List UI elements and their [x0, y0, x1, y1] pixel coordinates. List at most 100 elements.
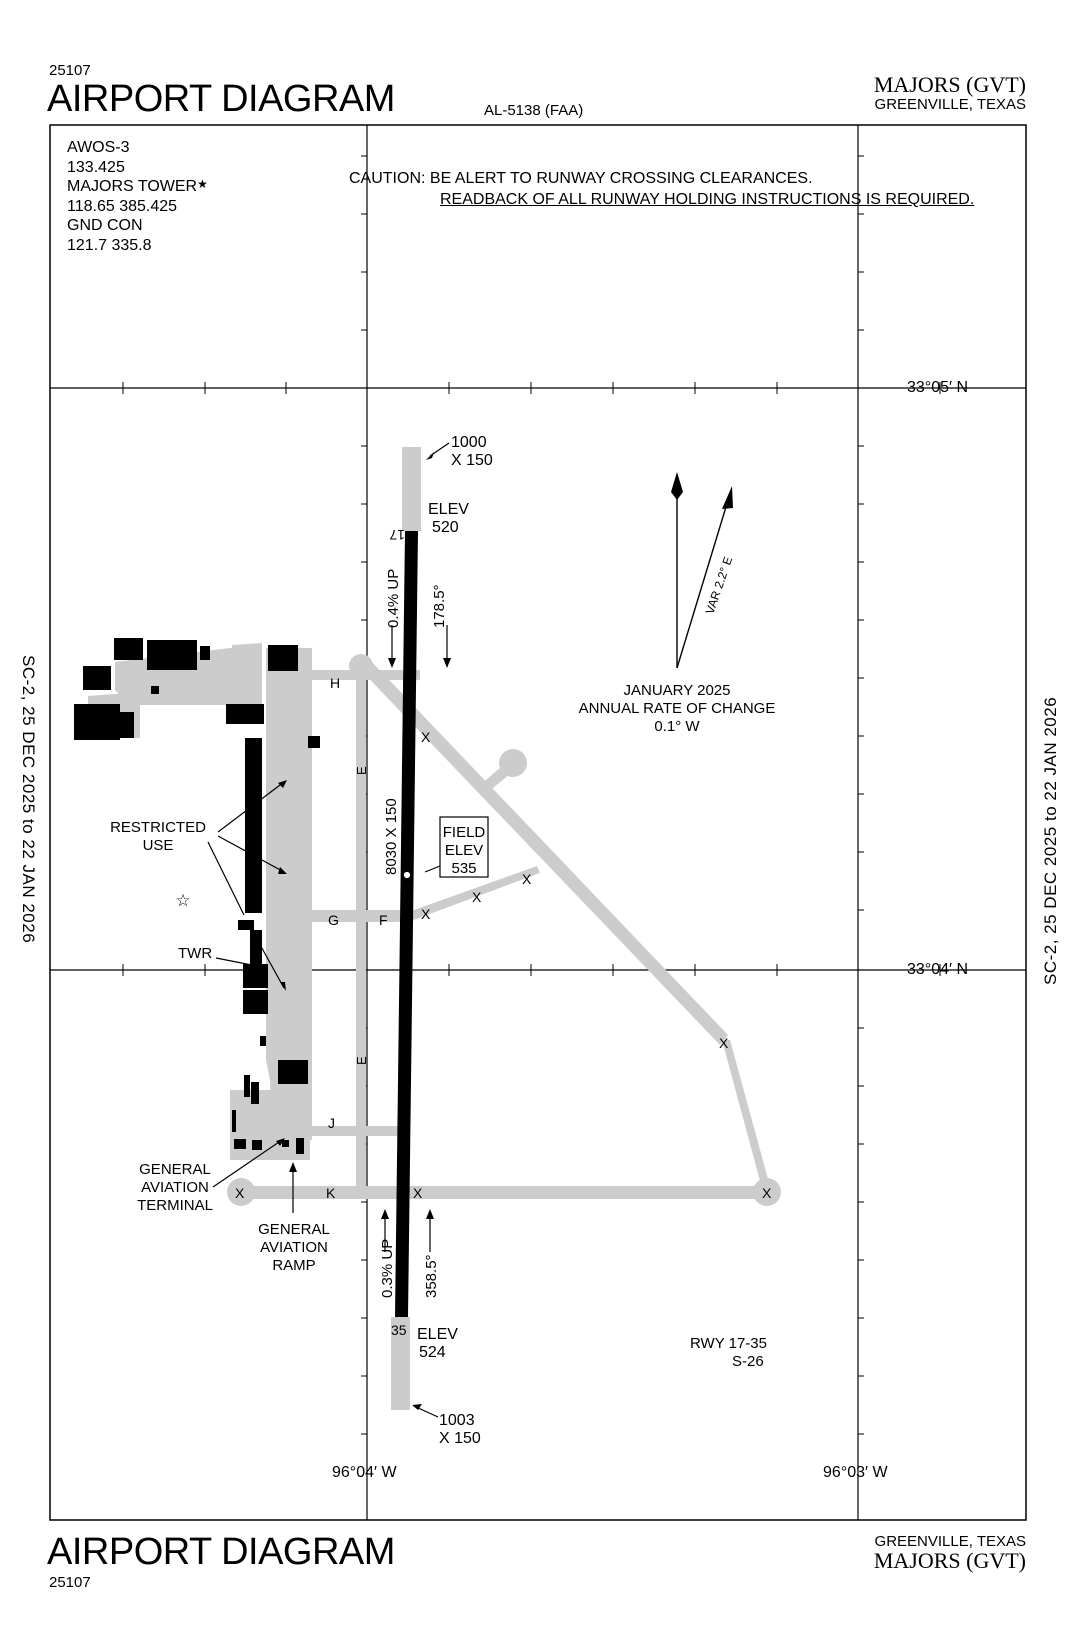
taxiway-label-e-south: E: [354, 1056, 369, 1065]
tower-label: MAJORS TOWER: [67, 178, 198, 196]
buildings: [74, 638, 320, 1154]
lon-right-label: 96°03′ W: [823, 1464, 888, 1481]
north-overrun-length: 1000: [451, 434, 487, 451]
closed-mark: X: [719, 1035, 729, 1051]
closed-mark: X: [472, 889, 482, 905]
field-elevation-dot: [403, 871, 411, 879]
south-overrun: [391, 1317, 410, 1410]
footer-location: GREENVILLE, TEXAS: [874, 1533, 1026, 1550]
ground-label: GND CON: [67, 217, 143, 235]
taxiway-f: [400, 866, 540, 925]
field-elevation-box: [439, 816, 489, 878]
page-title: AIRPORT DIAGRAM: [47, 78, 395, 120]
airport-name: MAJORS: [873, 72, 961, 97]
taxiway-j-connector: [300, 1126, 410, 1136]
taxiway-label-e-north: E: [354, 766, 369, 775]
diagram-frame: [49, 124, 1027, 1521]
airport-name-line: MAJORS (GVT): [874, 74, 1026, 96]
tower-line: MAJORS TOWER★: [67, 177, 208, 197]
ga-ramp-line3: RAMP: [272, 1257, 315, 1274]
taxiway-label-f: F: [379, 912, 388, 928]
footer-airport-name: MAJORS: [873, 1548, 961, 1574]
runway-17-designator: 17: [389, 527, 405, 543]
south-elev-label: ELEV: [417, 1326, 458, 1343]
taxiway-g-connector: [300, 910, 410, 922]
tower-frequencies: 118.65 385.425: [67, 197, 178, 215]
taxiway-k-west-end: [227, 1178, 255, 1206]
north-overrun: [402, 447, 421, 531]
arrow-heads: [276, 452, 451, 1410]
north-arrow-group: [671, 472, 733, 669]
runway-35-designator: 35: [391, 1322, 407, 1338]
true-north-arrowhead: [671, 472, 683, 500]
procedure-number: 25107: [49, 62, 91, 79]
diagram-labels: 33°05′ N 33°04′ N 96°04′ W 96°03′ W 1000…: [110, 379, 968, 1481]
footer-airport-line: MAJORS (GVT): [874, 1550, 1026, 1572]
airport-location: GREENVILLE, TEXAS: [874, 96, 1026, 113]
latitude-ticks: [122, 382, 941, 976]
taxiway-label-k: K: [326, 1185, 336, 1201]
runway-dimensions: 8030 X 150: [383, 798, 400, 875]
south-overrun-length: 1003: [439, 1412, 475, 1429]
south-heading-label: 358.5°: [423, 1254, 440, 1298]
ga-terminal-line1: GENERAL: [139, 1161, 211, 1178]
taxiway-label-j: J: [328, 1115, 335, 1131]
footer-airport: GREENVILLE, TEXAS MAJORS (GVT): [874, 1533, 1026, 1572]
magnetic-rate-label: ANNUAL RATE OF CHANGE: [579, 700, 776, 717]
ga-ramp-line1: GENERAL: [258, 1221, 330, 1238]
magnetic-north-arrowhead: [722, 486, 733, 509]
south-overrun-width: X 150: [439, 1430, 481, 1447]
restricted-use-line2: USE: [143, 837, 174, 854]
closed-mark: X: [522, 871, 532, 887]
taxiway-k-east-end: [753, 1178, 781, 1206]
airport-code: (GVT): [966, 72, 1026, 97]
faa-identifier: AL-5138 (FAA): [484, 102, 584, 119]
part-time-star-icon: ★: [197, 177, 208, 192]
closed-mark: X: [413, 1185, 423, 1201]
north-overrun-width: X 150: [451, 452, 493, 469]
turnaround-pad: [499, 749, 527, 777]
taxiway-h-end: [349, 654, 373, 678]
lat-top-label: 33°05′ N: [907, 379, 968, 396]
magnetic-variation: VAR 2.2° E: [703, 555, 736, 616]
runway-label: RWY 17-35: [690, 1335, 767, 1352]
caution-line1: CAUTION: BE ALERT TO RUNWAY CROSSING CLE…: [349, 170, 813, 187]
beacon-icon: ☆: [175, 891, 190, 910]
runway-strength: S-26: [732, 1353, 764, 1370]
footer-airport-code: (GVT): [966, 1548, 1026, 1574]
caution-line2: READBACK OF ALL RUNWAY HOLDING INSTRUCTI…: [440, 191, 975, 208]
footer-title: AIRPORT DIAGRAM: [47, 1531, 395, 1573]
taxiway-e: [356, 675, 366, 1195]
airport-header: MAJORS (GVT) GREENVILLE, TEXAS: [874, 74, 1026, 114]
ga-terminal-line3: TERMINAL: [137, 1197, 213, 1214]
closed-mark: X: [762, 1185, 772, 1201]
awos-frequency: 133.425: [67, 158, 125, 176]
closed-mark: X: [235, 1185, 245, 1201]
main-apron: [266, 648, 312, 1140]
north-apron-east: [232, 643, 262, 672]
magnetic-date: JANUARY 2025: [623, 682, 730, 699]
south-elev-value: 524: [419, 1344, 446, 1361]
north-slope-label: 0.4% UP: [385, 569, 402, 628]
taxiway-k: [236, 1186, 770, 1199]
restricted-use-line1: RESTRICTED: [110, 819, 206, 836]
north-heading-label: 178.5°: [431, 584, 448, 628]
frequency-block: AWOS-3 133.425 MAJORS TOWER★ 118.65 385.…: [67, 138, 208, 255]
ground-frequencies: 121.7 335.8: [67, 236, 152, 254]
closed-mark: X: [421, 906, 431, 922]
field-elev-line1: FIELD: [443, 824, 486, 841]
footer-procedure-number: 25107: [49, 1574, 91, 1591]
tower-label: TWR: [178, 945, 212, 962]
magnetic-rate: 0.1° W: [654, 718, 700, 735]
awos-label: AWOS-3: [67, 139, 130, 156]
taxiway-east-connector: [722, 1040, 771, 1192]
magnetic-north-line: [676, 496, 730, 669]
taxiway-label-g: G: [328, 912, 339, 928]
south-slope-label: 0.3% UP: [379, 1239, 396, 1298]
north-elev-label: ELEV: [428, 501, 469, 518]
closed-mark: X: [421, 729, 431, 745]
longitude-ticks: [361, 155, 864, 1435]
field-elev-line2: ELEV: [445, 842, 483, 859]
ga-ramp-line2: AVIATION: [260, 1239, 328, 1256]
